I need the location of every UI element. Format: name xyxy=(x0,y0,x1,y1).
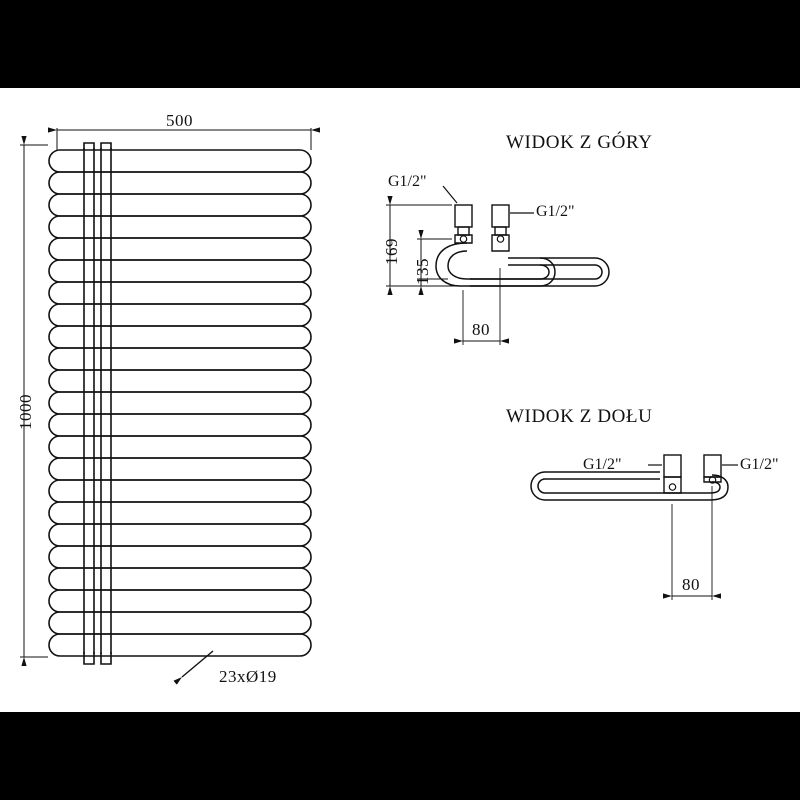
top-view-title: WIDOK Z GÓRY xyxy=(506,132,653,153)
top-view-outer-height-label: 169 xyxy=(382,238,401,265)
bottom-view-title: WIDOK Z DOŁU xyxy=(506,406,653,427)
letterbox-band-top xyxy=(0,0,800,88)
top-view-left-connector-label: G1/2" xyxy=(388,173,427,190)
bottom-view-spacing-label: 80 xyxy=(682,575,700,594)
holes-count-label: 23xØ19 xyxy=(219,667,277,686)
top-view-spacing-label: 80 xyxy=(472,320,490,339)
letterbox-band-bottom xyxy=(0,712,800,800)
bottom-view-right-connector-label: G1/2" xyxy=(740,456,779,473)
top-view-right-connector-label: G1/2" xyxy=(536,203,575,220)
top-view-inner-height-label: 135 xyxy=(413,258,432,285)
main-height-dimension-label: 1000 xyxy=(16,394,35,430)
bottom-view-left-connector-label: G1/2" xyxy=(583,456,622,473)
main-width-dimension-label: 500 xyxy=(166,111,193,130)
